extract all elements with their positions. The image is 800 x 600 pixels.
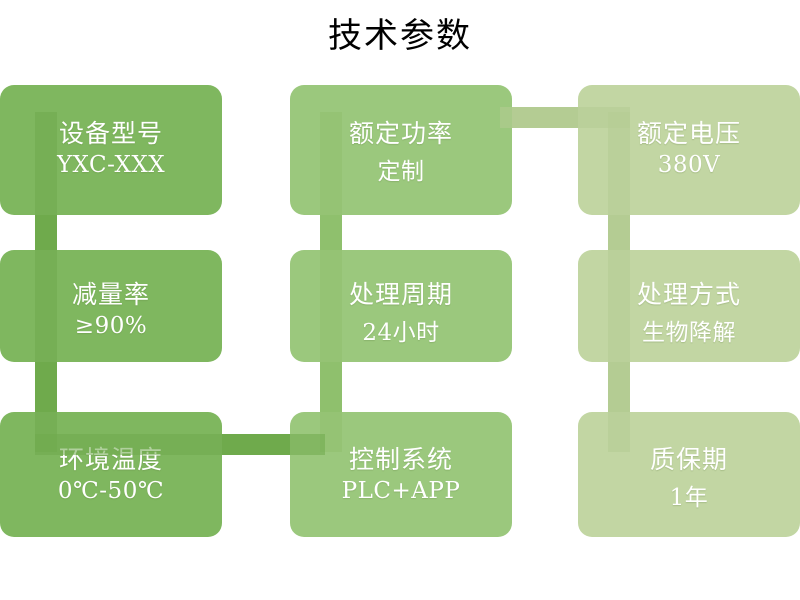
parameter-value: 24小时 xyxy=(362,320,440,346)
parameter-value: 定制 xyxy=(377,159,425,185)
connector-overlay-col3-vertical xyxy=(608,112,630,452)
parameter-label: 额定电压 xyxy=(636,119,741,148)
parameter-value: 1年 xyxy=(669,485,709,511)
parameter-label: 控制系统 xyxy=(348,445,453,474)
connector-overlay-col2-vertical xyxy=(320,112,342,452)
connector-overlay-row1-col2-to-col3 xyxy=(500,107,630,128)
parameter-value: ≥90% xyxy=(74,313,148,339)
parameter-label: 额定功率 xyxy=(348,119,453,148)
parameter-label: 减量率 xyxy=(71,280,150,309)
parameter-value: 生物降解 xyxy=(642,320,736,346)
page-title: 技术参数 xyxy=(328,16,472,56)
parameter-label: 质保期 xyxy=(649,445,728,474)
connector-overlay-row3-col1-to-col2 xyxy=(35,434,325,455)
parameter-value: 0℃-50℃ xyxy=(57,478,165,504)
connector-overlay-col1-vertical xyxy=(35,112,57,452)
parameter-value: 380V xyxy=(657,152,721,178)
parameter-label: 处理方式 xyxy=(636,280,741,309)
parameter-card-device-model[interactable]: 设备型号 YXC-XXX xyxy=(0,85,222,215)
parameter-value: PLC+APP xyxy=(341,478,461,504)
parameter-label: 处理周期 xyxy=(348,280,453,309)
parameter-value: YXC-XXX xyxy=(56,152,166,178)
parameter-card-reduction-rate[interactable]: 减量率 ≥90% xyxy=(0,250,222,362)
parameter-label: 设备型号 xyxy=(58,119,163,148)
parameter-card-warranty-period[interactable]: 质保期 1年 xyxy=(578,412,800,537)
